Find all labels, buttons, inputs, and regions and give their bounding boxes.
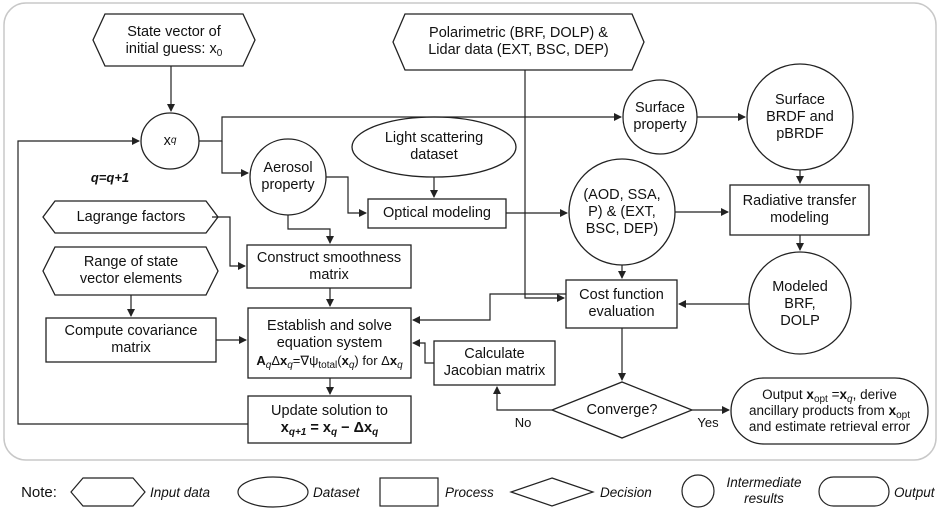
legend-intermediate-shape bbox=[681, 474, 715, 508]
state-vector-line2: initial guess: x0 bbox=[125, 41, 223, 59]
compute-covariance-box bbox=[45, 317, 217, 363]
legend-intermediate-label: Intermediate results bbox=[726, 475, 802, 506]
optical-modeling-label: Optical modeling bbox=[383, 205, 491, 221]
modeled-brf-label: Modeled BRF, DOLP bbox=[772, 278, 828, 329]
output-label: Output xopt =xq, derive ancillary produc… bbox=[733, 380, 926, 442]
output-box bbox=[730, 377, 929, 445]
legend-dataset-shape bbox=[237, 476, 309, 508]
jacobian-box bbox=[433, 340, 556, 386]
equation-system-formula: AqΔxq=∇ψtotal(xq) for Δxq bbox=[256, 352, 403, 371]
xq-base: x bbox=[163, 132, 171, 149]
state-vector-label: State vector of initial guess: x0 bbox=[95, 18, 253, 64]
establish-line1: Establish and solve bbox=[267, 317, 392, 334]
legend-process-shape bbox=[379, 477, 439, 507]
legend-decision-label: Decision bbox=[600, 484, 652, 500]
surface-property-label: Surface property bbox=[633, 100, 687, 133]
arrow-xq-to-surface bbox=[199, 113, 622, 142]
legend-output-label: Output bbox=[894, 484, 935, 500]
output-line3: and estimate retrieval error bbox=[748, 419, 911, 434]
arrow-no-to-jacobian bbox=[493, 386, 552, 411]
construct-smoothness-label: Construct smoothness matrix bbox=[256, 249, 402, 283]
cost-function-box bbox=[565, 279, 678, 329]
state-vector-line2-text: initial guess: x bbox=[125, 41, 217, 57]
arrow-cost-to-establish bbox=[412, 293, 566, 324]
update-formula: xq+1 = xq − Δxq bbox=[280, 419, 379, 438]
update-line1: Update solution to bbox=[271, 402, 388, 419]
polarimetric-input bbox=[392, 13, 645, 71]
arrow-aerosol-to-smooth bbox=[287, 215, 334, 244]
q-update-label: q=q+1 bbox=[90, 169, 130, 185]
converge-decision bbox=[550, 381, 694, 439]
cost-function-label: Cost function evaluation bbox=[579, 287, 664, 320]
polarimetric-label: Polarimetric (BRF, DOLP) & Lidar data (E… bbox=[428, 25, 609, 58]
light-scattering-label: Light scattering dataset bbox=[384, 130, 484, 163]
update-box bbox=[247, 395, 412, 444]
yes-label: Yes bbox=[697, 414, 719, 430]
state-vector-sub: 0 bbox=[216, 48, 223, 59]
legend-decision-shape bbox=[509, 477, 595, 507]
surface-brdf-label: Surface BRDF and pBRDF bbox=[766, 91, 834, 142]
establish-label: Establish and solve equation system AqΔx… bbox=[248, 309, 411, 377]
output-line2: ancillary products from xopt bbox=[749, 403, 910, 421]
radiative-transfer-label: Radiative transfer modeling bbox=[742, 193, 857, 226]
arrow-polarimetric-to-cost bbox=[524, 70, 565, 302]
radiative-transfer-box bbox=[729, 184, 870, 236]
legend-output-shape bbox=[818, 476, 890, 507]
state-vector-input bbox=[92, 13, 256, 67]
arrow-xq-to-aerosol bbox=[221, 141, 249, 177]
no-label: No bbox=[514, 414, 532, 430]
converge-label: Converge? bbox=[586, 401, 658, 418]
arrow-lagrange-to-smooth bbox=[212, 216, 246, 270]
state-vector-line1: State vector of bbox=[127, 24, 221, 40]
range-state-label: Range of state vector elements bbox=[79, 254, 183, 287]
legend-process-label: Process bbox=[445, 484, 494, 500]
modeled-brf-node bbox=[748, 251, 852, 355]
compute-covariance-label: Compute covariance matrix bbox=[64, 323, 198, 356]
aerosol-property-label: Aerosol property bbox=[261, 160, 315, 193]
lagrange-input bbox=[42, 200, 219, 234]
establish-box bbox=[247, 307, 412, 379]
lagrange-label: Lagrange factors bbox=[76, 208, 186, 225]
construct-smoothness-box bbox=[246, 244, 412, 289]
legend-dataset-label: Dataset bbox=[313, 484, 360, 500]
legend-note: Note: bbox=[21, 483, 57, 501]
update-label: Update solution to xq+1 = xq − Δxq bbox=[248, 397, 411, 442]
arrow-update-to-xq bbox=[17, 137, 248, 425]
arrow-jacobian-to-establish bbox=[412, 339, 434, 364]
range-state-input bbox=[42, 246, 219, 296]
jacobian-label: Calculate Jacobian matrix bbox=[443, 346, 546, 379]
legend-input-shape bbox=[70, 477, 146, 507]
legend-input-label: Input data bbox=[150, 484, 211, 500]
establish-line2: equation system bbox=[276, 334, 383, 351]
output-line1: Output xopt =xq, derive bbox=[762, 387, 897, 405]
aod-label: (AOD, SSA, P) & (EXT, BSC, DEP) bbox=[583, 186, 661, 237]
optical-modeling-box bbox=[367, 198, 507, 229]
arrow-aerosol-to-optical bbox=[326, 176, 367, 217]
